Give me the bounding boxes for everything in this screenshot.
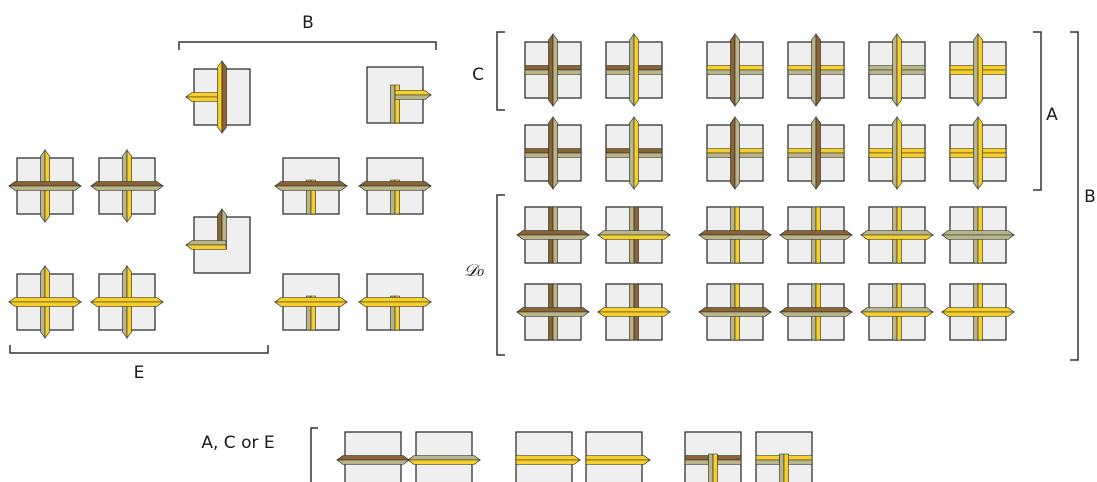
label-c: C xyxy=(472,65,484,85)
tiles xyxy=(8,33,1015,482)
tile-d0-b-1 xyxy=(597,283,671,341)
tile-b-6 xyxy=(358,273,432,331)
tile-a-0 xyxy=(524,116,582,190)
tile-bottom-0 xyxy=(336,431,410,482)
bracket-bottom xyxy=(310,427,318,482)
tile-e-1 xyxy=(90,149,164,223)
tile-b-3 xyxy=(274,157,348,215)
label-b-top: B xyxy=(302,13,314,33)
tile-d0-b-0 xyxy=(516,283,590,341)
tile-d0-a-1 xyxy=(597,206,671,264)
tile-bottom-4 xyxy=(684,431,742,482)
tile-d0-a-3 xyxy=(779,206,853,264)
tile-d0-b-3 xyxy=(779,283,853,341)
tile-d0-b-4 xyxy=(860,283,934,341)
brackets xyxy=(9,31,1079,482)
tile-bottom-2 xyxy=(515,431,581,482)
tile-a-3 xyxy=(787,116,845,190)
tile-c-4 xyxy=(868,33,926,107)
tile-a-5 xyxy=(949,116,1007,190)
tile-d0-a-4 xyxy=(860,206,934,264)
bottom-row xyxy=(336,431,813,482)
label-a: A xyxy=(1046,105,1058,125)
label-d0: 𝒟₀ xyxy=(464,261,485,281)
tile-c-1 xyxy=(605,33,663,107)
tile-d0-a-2 xyxy=(698,206,772,264)
tile-e-2 xyxy=(8,265,82,339)
label-bottom-prefix: A, C or E xyxy=(201,433,274,453)
tile-b-5 xyxy=(274,273,348,331)
label-e: E xyxy=(134,363,145,383)
bracket-d0 xyxy=(496,194,505,356)
tile-d0-b-2 xyxy=(698,283,772,341)
tile-c-3 xyxy=(787,33,845,107)
tile-bottom-3 xyxy=(585,431,651,482)
tile-a-2 xyxy=(706,116,764,190)
tile-c-0 xyxy=(524,33,582,107)
tile-d0-a-0 xyxy=(516,206,590,264)
tile-bottom-5 xyxy=(755,431,813,482)
bracket-a xyxy=(1033,31,1042,191)
tile-d0-b-5 xyxy=(941,283,1015,341)
tile-e-3 xyxy=(90,265,164,339)
tile-a-4 xyxy=(868,116,926,190)
bracket-e xyxy=(9,345,269,354)
tile-e-0 xyxy=(8,149,82,223)
tile-b-1 xyxy=(366,66,432,124)
tile-bottom-1 xyxy=(407,431,481,482)
tile-b-4 xyxy=(358,157,432,215)
tile-b-0 xyxy=(185,60,251,134)
tile-c-2 xyxy=(706,33,764,107)
bracket-b-top xyxy=(178,41,437,50)
tile-a-1 xyxy=(605,116,663,190)
label-b-right: B xyxy=(1084,187,1096,207)
tile-c-5 xyxy=(949,33,1007,107)
tile-b-2 xyxy=(185,208,251,274)
bracket-c xyxy=(496,31,505,111)
bracket-b-right xyxy=(1070,31,1079,361)
tile-d0-a-5 xyxy=(941,206,1015,264)
